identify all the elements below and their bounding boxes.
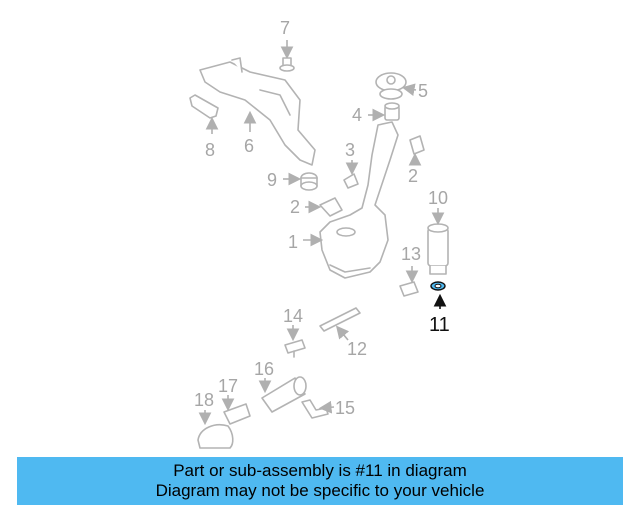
- part-8-clip: [189, 94, 219, 119]
- part-14-tee: [284, 339, 306, 358]
- label-11: 11: [429, 314, 450, 336]
- label-5: 5: [418, 81, 428, 101]
- part-7-bolt: [279, 40, 295, 72]
- info-banner: Part or sub-assembly is #11 in diagram D…: [17, 457, 623, 505]
- label-14: 14: [283, 306, 303, 326]
- label-12: 12: [347, 339, 367, 359]
- label-15: 15: [335, 398, 355, 418]
- part-4-filler-neck: [384, 102, 400, 121]
- part-6-bracket: [199, 57, 316, 166]
- part-11-seal-highlighted: [430, 281, 446, 291]
- label-10: 10: [428, 188, 448, 208]
- label-9: 9: [267, 170, 277, 190]
- label-3: 3: [345, 140, 355, 160]
- label-7: 7: [280, 18, 290, 38]
- part-16-valve: [261, 376, 307, 413]
- part-3-clip: [343, 173, 359, 189]
- part-15-hose: [301, 399, 329, 419]
- label-6: 6: [244, 136, 254, 156]
- label-18: 18: [194, 390, 214, 410]
- part-2-clip-lower: [319, 197, 343, 217]
- label-8: 8: [205, 140, 215, 160]
- label-1: 1: [288, 232, 298, 252]
- part-17-nozzle: [223, 403, 251, 425]
- label-2-lower: 2: [290, 197, 300, 217]
- part-9-grommet: [300, 172, 318, 191]
- label-17: 17: [218, 376, 238, 396]
- part-10-pump: [427, 223, 449, 275]
- label-13: 13: [401, 244, 421, 264]
- part-18-cover: [197, 424, 234, 449]
- caption-line-1: Part or sub-assembly is #11 in diagram: [173, 461, 467, 480]
- part-12-rod: [319, 307, 361, 332]
- caption-line-2: Diagram may not be specific to your vehi…: [155, 481, 485, 500]
- part-5-cap: [375, 72, 407, 100]
- label-16: 16: [254, 359, 274, 379]
- part-2-clip-upper: [409, 135, 425, 155]
- label-2-upper: 2: [408, 166, 418, 186]
- part-13-connector: [399, 281, 419, 297]
- parts-diagram: 7 6 8 5 4 3 2 9: [189, 18, 450, 449]
- part-1-reservoir: [319, 121, 399, 279]
- label-4: 4: [352, 105, 362, 125]
